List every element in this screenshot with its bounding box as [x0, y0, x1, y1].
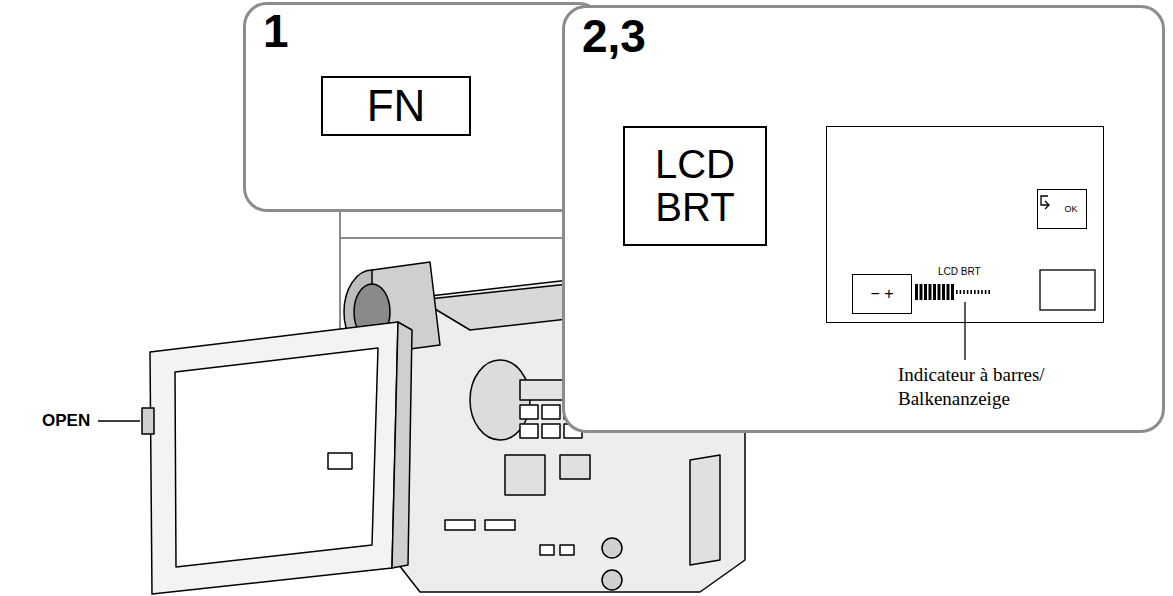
ok-button: OK [1037, 189, 1087, 229]
lcd-screen-display: LCD BRT OK − + [826, 126, 1104, 323]
leader-line [964, 302, 965, 360]
bar-segment [960, 290, 962, 294]
bar-indicator [915, 284, 990, 300]
blank-button [1040, 270, 1095, 310]
return-arrow-icon [1041, 196, 1049, 205]
bar-segment [933, 284, 936, 300]
button [560, 545, 574, 555]
button [485, 520, 515, 530]
indicator-label: Indicateur à barres/ Balkenanzeige [898, 363, 1103, 411]
bar-segment [967, 290, 969, 294]
bar-segment [951, 284, 954, 300]
return-arrow-icon [1045, 201, 1049, 209]
button [542, 424, 560, 438]
bar-segment [942, 284, 945, 300]
button-label: LCD BRT [630, 143, 760, 229]
button-label: OK [1064, 204, 1077, 214]
dial [602, 538, 622, 558]
button [445, 520, 475, 530]
button [560, 455, 590, 479]
lcd-panel [150, 322, 398, 594]
step-callout-box: 2,3LCD BRT LCD BRT OK − + [562, 5, 1165, 433]
callout-number: 1 [263, 5, 289, 58]
leader-line [340, 237, 570, 239]
button-label: FN [367, 81, 426, 132]
bar-segment [938, 284, 941, 300]
bar-segment [985, 290, 987, 294]
bar-segment [920, 284, 923, 300]
bar-segment [929, 284, 932, 300]
part-name: OPEN [42, 410, 90, 431]
lcd-panel-edge [392, 322, 412, 568]
bar-segment [915, 284, 918, 300]
open-latch [142, 408, 154, 434]
grip-strap [690, 455, 720, 565]
button-label: − + [870, 285, 893, 303]
step-callout-box: 1FN [243, 2, 603, 212]
bar-segment [981, 290, 983, 294]
button [520, 424, 538, 438]
bar-segment [963, 290, 965, 294]
minus-plus-button: − + [852, 274, 912, 314]
bar-segment [974, 290, 976, 294]
bar-segment [924, 284, 927, 300]
button [520, 405, 538, 419]
cassette-lid [505, 455, 545, 495]
bar-segment [956, 290, 958, 294]
lcd-screen [175, 348, 378, 567]
lcd-brt-button: LCD BRT [623, 126, 767, 246]
bar-segment [947, 284, 950, 300]
fn-button-on-screen [328, 453, 352, 469]
bar-segment [988, 290, 990, 294]
bar-segment [978, 290, 980, 294]
button [542, 405, 560, 419]
callout-number: 2,3 [582, 10, 646, 63]
bar-segment [970, 290, 972, 294]
dial [602, 570, 622, 590]
button [540, 545, 554, 555]
fn-button: FN [321, 76, 471, 136]
button-label: LCD BRT [938, 266, 981, 278]
leader-line [98, 420, 140, 422]
